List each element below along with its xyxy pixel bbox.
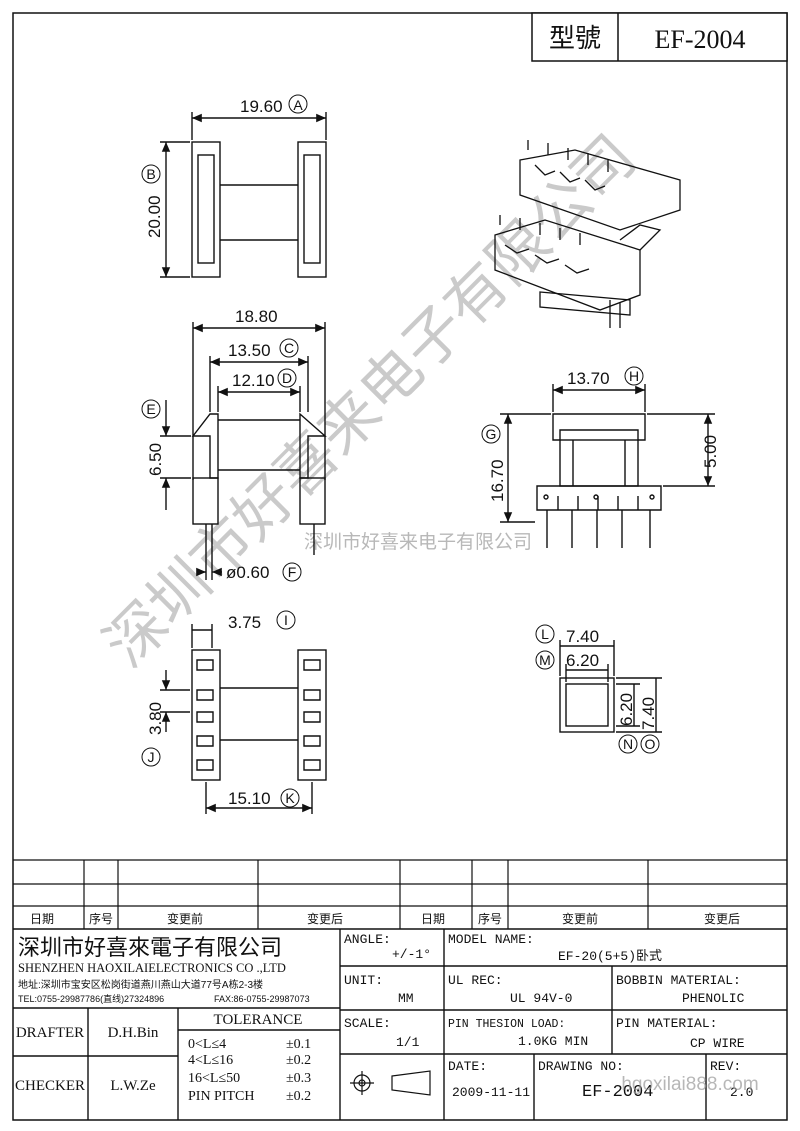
- dim-d-value: 12.10: [232, 371, 275, 390]
- rev-label: REV:: [710, 1059, 741, 1074]
- dim-e-value: 6.50: [146, 443, 165, 476]
- dim-o-value: 7.40: [639, 697, 658, 730]
- unit-label: UNIT:: [344, 973, 383, 988]
- unit-value: MM: [398, 991, 414, 1006]
- tolerance-range-3: 16<L≤50: [188, 1071, 240, 1086]
- drafter-value: D.H.Bin: [108, 1025, 159, 1041]
- rev-header-date-1: 日期: [30, 912, 54, 926]
- rev-header-before-1: 变更前: [167, 911, 203, 926]
- tolerance-value-2: ±0.2: [286, 1053, 311, 1068]
- sheet-border: [12, 12, 788, 1121]
- pin-load-label: PIN THESION LOAD:: [448, 1018, 565, 1031]
- dim-f-tag: F: [288, 564, 297, 580]
- date-value: 2009-11-11: [452, 1085, 530, 1100]
- view-top: [160, 112, 327, 278]
- model-value: EF-2004: [655, 25, 746, 54]
- rev-header-date-2: 日期: [421, 912, 445, 926]
- dim-i-value: 3.75: [228, 613, 261, 632]
- drawing-no-value: EF-2004: [582, 1083, 653, 1102]
- dim-l-tag: L: [541, 626, 549, 642]
- watermark-diagonal: 深圳市好喜来电子有限公司: [92, 123, 648, 679]
- company-tel: TEL:0755-29987786(直线)27324896: [18, 993, 164, 1004]
- rev-header-after-2: 变更后: [704, 911, 740, 926]
- dim-j-value: 3.80: [146, 702, 165, 735]
- dim-i-tag: I: [284, 612, 288, 628]
- model-name-value: EF-20(5+5)卧式: [558, 949, 662, 964]
- bobbin-label: BOBBIN MATERIAL:: [616, 973, 741, 988]
- tolerance-range-1: 0<L≤4: [188, 1037, 226, 1052]
- tolerance-range-4: PIN PITCH: [188, 1089, 255, 1104]
- dim-b-tag: B: [146, 166, 155, 182]
- dim-a-value: 19.60: [240, 97, 283, 116]
- dim-e-tag: E: [146, 401, 155, 417]
- projection-symbol-icon: [350, 1070, 431, 1096]
- watermark-center: 深圳市好喜来电子有限公司: [304, 531, 532, 553]
- dim-j-tag: J: [148, 749, 155, 765]
- title-box: 型號 EF-2004: [531, 12, 788, 62]
- tolerance-title: TOLERANCE: [214, 1012, 303, 1028]
- company-fax: FAX:86-0755-29987073: [214, 994, 310, 1004]
- dim-n-value: 6.20: [617, 693, 636, 726]
- rev-header-before-2: 变更前: [562, 911, 598, 926]
- dim-l-value: 7.40: [566, 627, 599, 646]
- ul-value: UL 94V-0: [510, 991, 572, 1006]
- dim-b-value: 20.00: [145, 195, 164, 238]
- rev-header-no-1: 序号: [89, 911, 113, 926]
- dim-c-value: 13.50: [228, 341, 271, 360]
- pin-material-label: PIN MATERIAL:: [616, 1016, 717, 1031]
- company-name-en: SHENZHEN HAOXILAIELECTRONICS CO .,LTD: [18, 961, 286, 975]
- dim-n-tag: N: [623, 736, 633, 752]
- checker-value: L.W.Ze: [110, 1078, 156, 1094]
- dim-m-value: 6.20: [566, 651, 599, 670]
- tolerance-value-3: ±0.3: [286, 1071, 311, 1086]
- dim-h-value: 13.70: [567, 369, 610, 388]
- dim-a-tag: A: [293, 97, 303, 113]
- scale-label: SCALE:: [344, 1016, 391, 1031]
- dim-overall-value: 18.80: [235, 307, 278, 326]
- dim-m-tag: M: [539, 652, 551, 668]
- date-label: DATE:: [448, 1059, 487, 1074]
- view-side: [160, 322, 327, 580]
- dim-c-tag: C: [284, 340, 294, 356]
- drawing-no-label: DRAWING NO:: [538, 1059, 624, 1074]
- title-block-grid: [13, 929, 787, 1120]
- dim-h-tag: H: [629, 368, 639, 384]
- dim-5-value: 5.00: [701, 435, 720, 468]
- dim-o-tag: O: [645, 736, 656, 752]
- revision-table: [13, 859, 787, 930]
- rev-header-no-2: 序号: [478, 911, 502, 926]
- model-name-label: MODEL NAME:: [448, 932, 534, 947]
- ul-label: UL REC:: [448, 973, 503, 988]
- view-bottom: [160, 624, 327, 814]
- dim-k-tag: K: [285, 790, 295, 806]
- tolerance-range-2: 4<L≤16: [188, 1053, 233, 1068]
- company-name-cn: 深圳市好喜來電子有限公司: [18, 935, 282, 960]
- tolerance-value-4: ±0.2: [286, 1089, 311, 1104]
- view-front: [500, 384, 715, 548]
- dim-g-tag: G: [486, 426, 497, 442]
- rev-value: 2.0: [730, 1085, 753, 1100]
- dim-g-value: 16.70: [488, 459, 507, 502]
- view-isometric: [494, 140, 681, 328]
- pin-load-value: 1.0KG MIN: [518, 1034, 588, 1049]
- watermark: 深圳市好喜来电子有限公司: [92, 123, 648, 679]
- angle-label: ANGLE:: [344, 932, 391, 947]
- dim-f-value: ø0.60: [226, 563, 269, 582]
- tolerance-value-1: ±0.1: [286, 1037, 311, 1052]
- rev-header-after-1: 变更后: [307, 911, 343, 926]
- checker-label: CHECKER: [15, 1078, 85, 1094]
- angle-value: +/-1°: [392, 947, 431, 962]
- pin-material-value: CP WIRE: [690, 1036, 745, 1051]
- view-section: [559, 640, 662, 733]
- model-label: 型號: [549, 24, 601, 53]
- company-address: 地址:深圳市宝安区松岗街道燕川燕山大道77号A栋2-3楼: [18, 978, 263, 991]
- drafter-label: DRAFTER: [16, 1025, 84, 1041]
- dim-k-value: 15.10: [228, 789, 271, 808]
- scale-value: 1/1: [396, 1035, 420, 1050]
- watermark-corner: hgoxilai888.com: [621, 1074, 758, 1095]
- dim-d-tag: D: [282, 370, 292, 386]
- bobbin-value: PHENOLIC: [682, 991, 745, 1006]
